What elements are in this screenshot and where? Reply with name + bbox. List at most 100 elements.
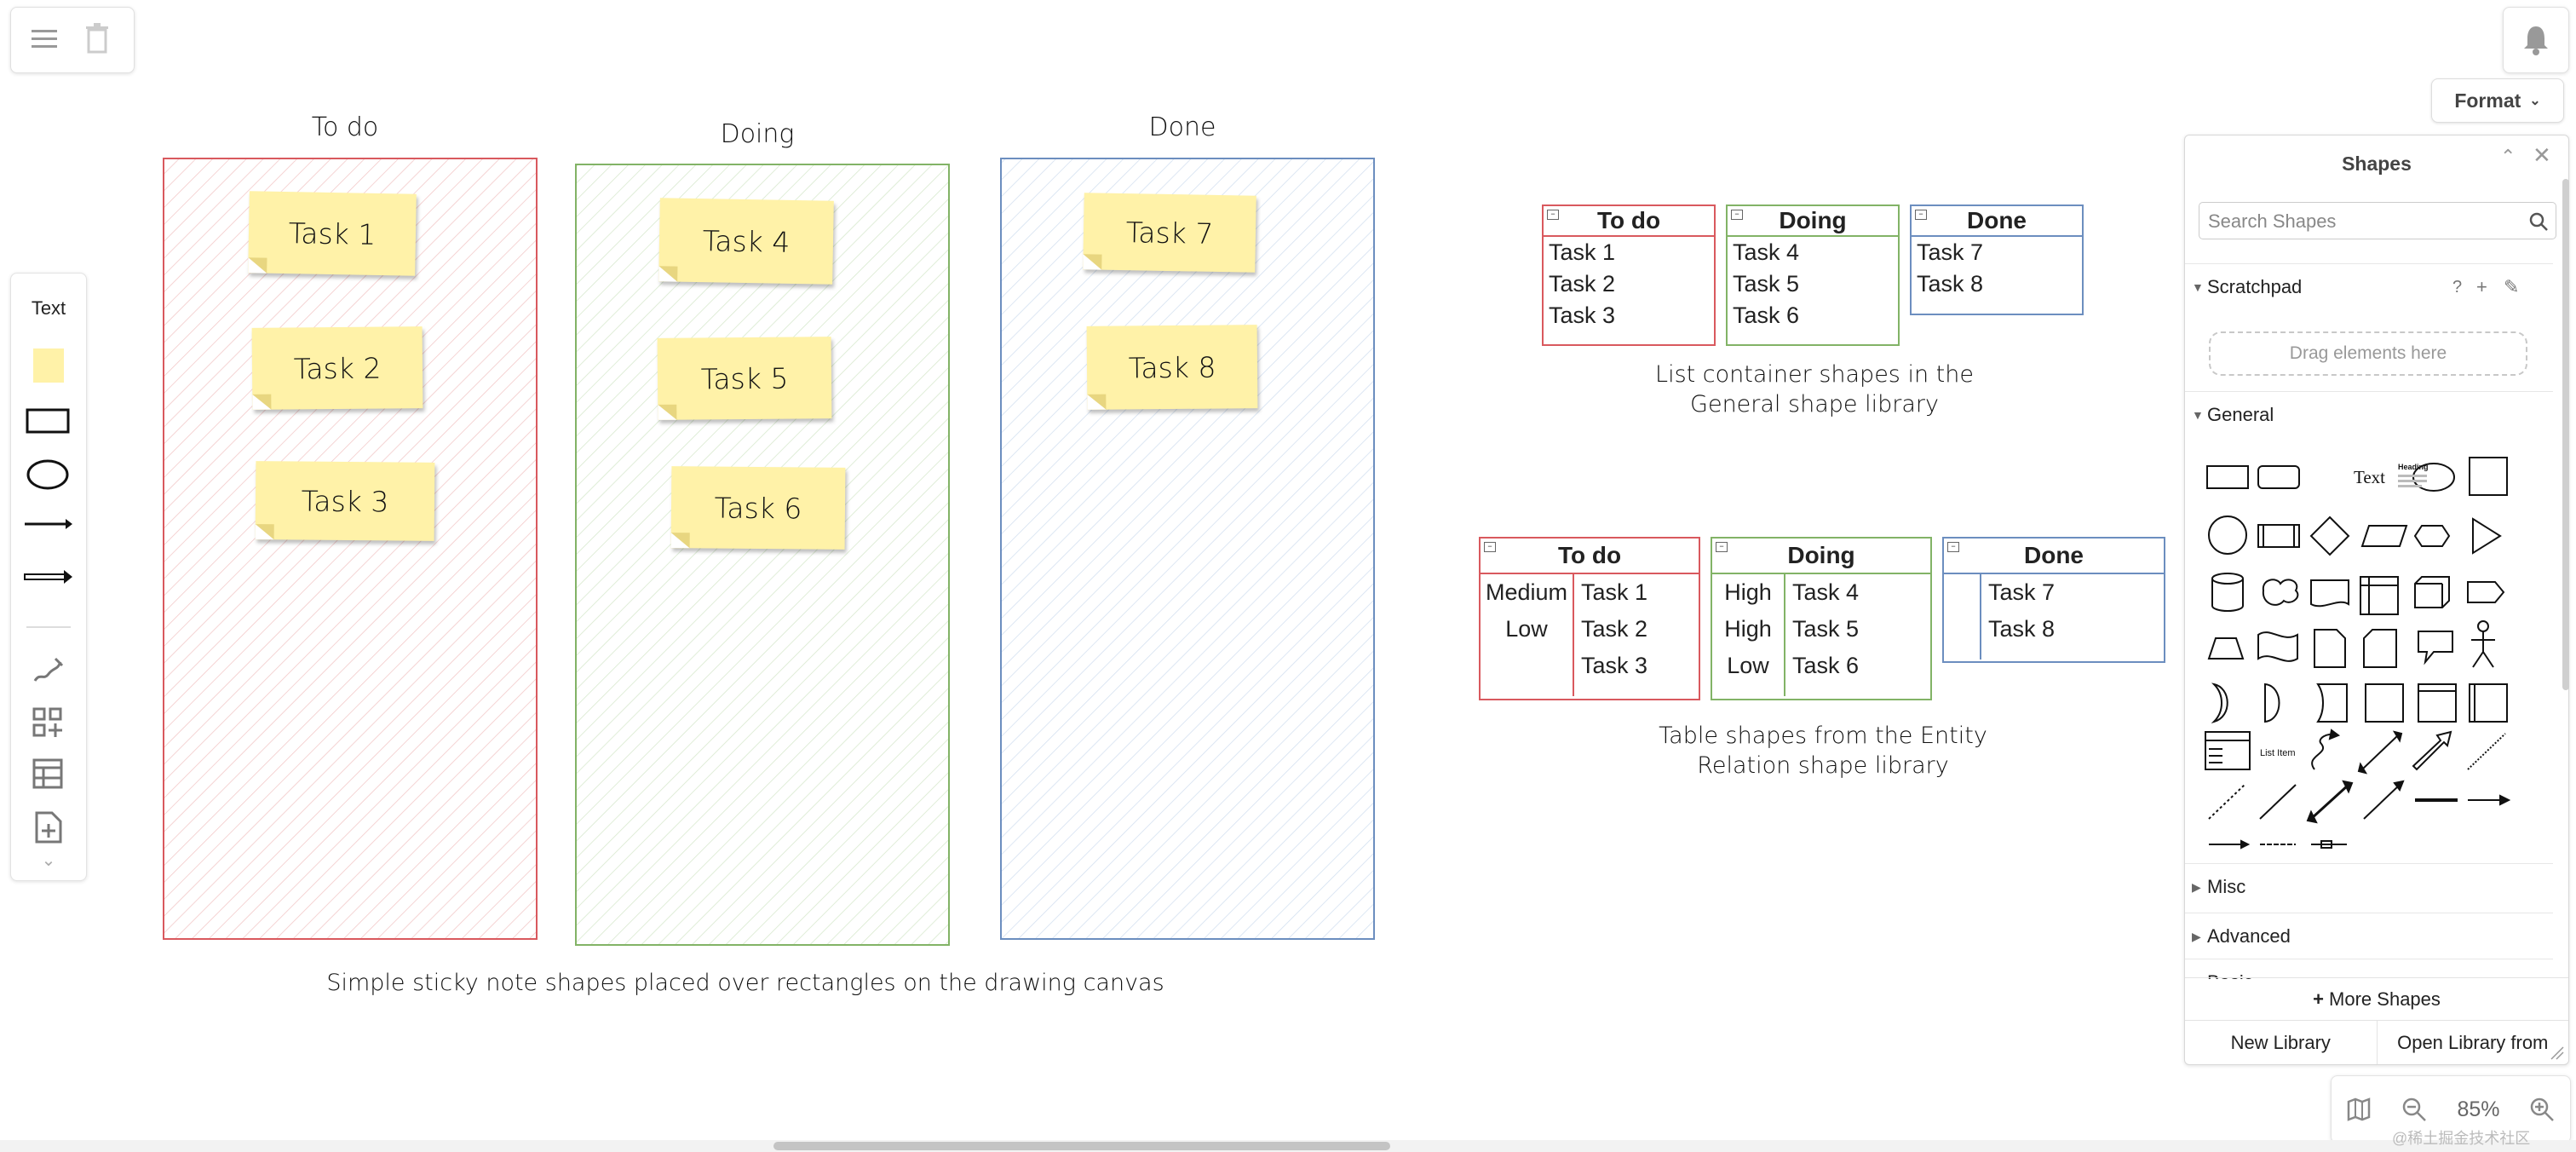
table-row[interactable]: Task 3 — [1481, 648, 1699, 696]
table-caption: Table shapes from the Entity Relation sh… — [1619, 721, 2027, 780]
trash-icon[interactable] — [84, 23, 110, 54]
table-row[interactable]: High Task 4 — [1712, 574, 1930, 611]
done-column-box[interactable] — [1000, 158, 1375, 940]
plus-icon: + — [2313, 988, 2330, 1010]
zoom-level[interactable]: 85% — [2457, 1097, 2500, 1121]
format-button[interactable]: Format ⌄ — [2431, 78, 2564, 123]
resize-grip-icon[interactable] — [2550, 1045, 2565, 1061]
list-item[interactable]: Task 4 — [1733, 239, 1800, 265]
vertical-scrollbar[interactable] — [2562, 179, 2569, 690]
sticky-note[interactable]: Task 7 — [1083, 193, 1256, 273]
panel-title: Shapes — [2342, 153, 2412, 175]
caret-right-icon: ▶ — [2192, 930, 2201, 943]
table-key: Low — [1481, 611, 1574, 648]
horizontal-scrollbar[interactable] — [773, 1142, 1390, 1150]
table-key — [1481, 648, 1574, 696]
zoom-out-icon[interactable] — [2401, 1097, 2427, 1122]
list-item-shape[interactable]: List Item — [2260, 748, 2296, 758]
table-key — [1944, 611, 1981, 660]
text-shape[interactable]: Text — [2354, 467, 2385, 487]
basic-header[interactable]: ▶ Basic — [2185, 959, 2553, 979]
list-item[interactable]: Task 7 — [1917, 239, 1984, 265]
sticky-note[interactable]: Task 2 — [251, 326, 423, 410]
rectangle-icon[interactable] — [25, 405, 72, 435]
text-tool[interactable]: Text — [31, 297, 66, 319]
hatch-defs — [163, 158, 1375, 946]
general-header[interactable]: ▼ General — [2185, 391, 2553, 437]
table-title: To do — [1557, 542, 1622, 568]
table-value: Task 1 — [1581, 579, 1648, 605]
map-icon[interactable] — [2346, 1097, 2372, 1122]
line-icon[interactable] — [23, 516, 74, 533]
table-value: Task 5 — [1792, 616, 1860, 642]
list-item[interactable]: Task 8 — [1917, 271, 1984, 297]
table-key: High — [1712, 574, 1785, 611]
freehand-icon[interactable] — [32, 655, 66, 686]
done-column-title: Done — [1148, 112, 1216, 142]
list-item[interactable]: Task 2 — [1549, 271, 1616, 297]
list-container-doing[interactable]: −Doing Task 4 Task 5 Task 6 — [1726, 204, 1900, 346]
more-shapes-button[interactable]: + More Shapes — [2185, 977, 2568, 1021]
collapse-icon[interactable]: ⌃ — [2500, 146, 2516, 167]
open-library-button[interactable]: Open Library from — [2376, 1021, 2569, 1064]
advanced-header[interactable]: ▶ Advanced — [2185, 913, 2553, 959]
menu-icon[interactable] — [30, 26, 59, 52]
arrow-icon[interactable] — [23, 568, 74, 585]
search-input[interactable]: Search Shapes — [2199, 202, 2556, 239]
doing-column-box[interactable] — [575, 164, 950, 946]
chevron-down-icon[interactable]: ⌄ — [41, 851, 56, 870]
list-container-done[interactable]: −Done Task 7 Task 8 — [1910, 204, 2084, 315]
notifications-button[interactable] — [2503, 7, 2569, 73]
add-shapes-icon[interactable] — [32, 706, 66, 740]
heading-shape[interactable]: Heading — [2398, 463, 2429, 471]
list-item[interactable]: Task 6 — [1733, 302, 1800, 328]
insert-page-icon[interactable] — [33, 810, 64, 844]
list-item[interactable]: Task 5 — [1733, 271, 1800, 297]
shapes-panel: Shapes ⌃ ✕ Search Shapes ▼ Scratchpad ? … — [2184, 135, 2569, 1065]
scratchpad-header[interactable]: ▼ Scratchpad ? + ✎ — [2185, 263, 2553, 309]
zoom-controls: 85% — [2331, 1075, 2571, 1143]
list-item[interactable]: Task 3 — [1549, 302, 1616, 328]
close-icon[interactable]: ✕ — [2533, 142, 2551, 168]
todo-column-box[interactable] — [163, 158, 538, 940]
sticky-note[interactable]: Task 5 — [657, 337, 832, 420]
sticky-note[interactable]: Task 1 — [248, 191, 417, 276]
edit-icon[interactable]: ✎ — [2504, 276, 2520, 297]
new-library-button[interactable]: New Library — [2230, 1032, 2331, 1053]
misc-label: Misc — [2207, 876, 2246, 897]
ellipse-icon[interactable] — [25, 458, 72, 492]
misc-header[interactable]: ▶ Misc — [2185, 863, 2553, 909]
caret-down-icon: ▼ — [2192, 408, 2204, 422]
table-value: Task 4 — [1792, 579, 1860, 605]
sticky-note[interactable]: Task 6 — [670, 466, 846, 550]
search-placeholder: Search Shapes — [2208, 210, 2337, 232]
caret-right-icon: ▶ — [2192, 959, 2201, 979]
table-value: Task 7 — [1988, 579, 2056, 605]
scratchpad-dropzone[interactable]: Drag elements here — [2209, 331, 2527, 376]
sticky-note-icon[interactable] — [33, 348, 64, 383]
table-done[interactable]: −Done Task 7 Task 8 — [1942, 537, 2165, 663]
bell-icon — [2524, 26, 2548, 55]
list-item[interactable]: Task 1 — [1549, 239, 1616, 265]
general-shapes-grid[interactable]: Text Heading List Item — [2202, 451, 2543, 851]
table-icon[interactable] — [32, 757, 66, 792]
table-row[interactable]: Task 7 — [1944, 574, 2164, 611]
help-button[interactable]: ? — [2452, 278, 2463, 297]
search-icon[interactable] — [2528, 211, 2549, 232]
sticky-note[interactable]: Task 4 — [658, 198, 834, 285]
sticky-note[interactable]: Task 8 — [1086, 325, 1258, 410]
sticky-note[interactable]: Task 3 — [255, 461, 435, 541]
caret-down-icon: ▼ — [2192, 280, 2204, 294]
list-container-todo[interactable]: −To do Task 1 Task 2 Task 3 — [1542, 204, 1716, 346]
zoom-in-icon[interactable] — [2529, 1097, 2555, 1122]
table-row[interactable]: Task 8 — [1944, 611, 2164, 660]
kanban-caption: Simple sticky note shapes placed over re… — [326, 970, 1164, 996]
add-icon[interactable]: + — [2476, 276, 2487, 297]
list-caption-line2: General shape library — [1690, 391, 1939, 418]
